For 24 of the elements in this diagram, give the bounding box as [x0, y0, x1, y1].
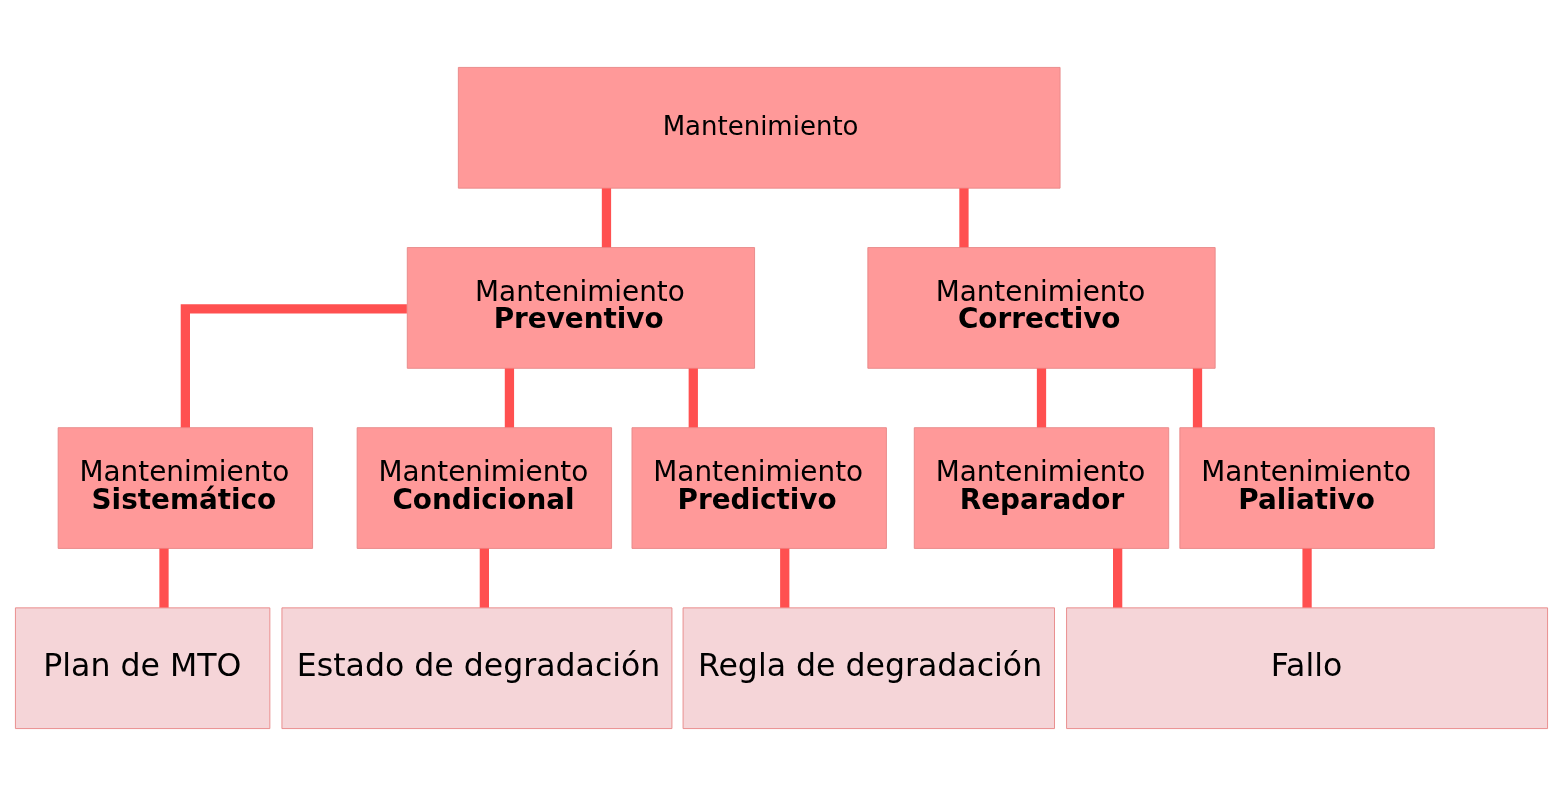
node-box: Mantenimiento [457, 66, 1061, 189]
connector [159, 548, 169, 608]
node-box: Mantenimiento Paliativo [1179, 426, 1435, 549]
node-box: Mantenimiento Condicional [356, 426, 613, 549]
connector [688, 367, 698, 427]
node-box: Fallo [1066, 606, 1549, 729]
connector [1036, 367, 1047, 427]
node-box: Mantenimiento Reparador [913, 426, 1170, 549]
node-box: Estado de degradación [281, 606, 673, 729]
connector [1113, 548, 1123, 608]
node-box: Mantenimiento Correctivo [867, 246, 1216, 369]
connector [1302, 548, 1312, 608]
connector [601, 187, 612, 247]
node-box: Mantenimiento Preventivo [406, 246, 756, 369]
node-box: Mantenimiento Predictivo [631, 426, 887, 549]
node-box: Plan de MTO [14, 606, 271, 729]
node-box: Mantenimiento Sistemático [57, 426, 314, 549]
connector [180, 303, 407, 427]
connector [479, 548, 489, 608]
connector [504, 367, 515, 427]
connector [780, 548, 790, 608]
node-box: Regla de degradación [682, 606, 1055, 729]
connector [959, 187, 969, 247]
connector [1192, 367, 1203, 427]
